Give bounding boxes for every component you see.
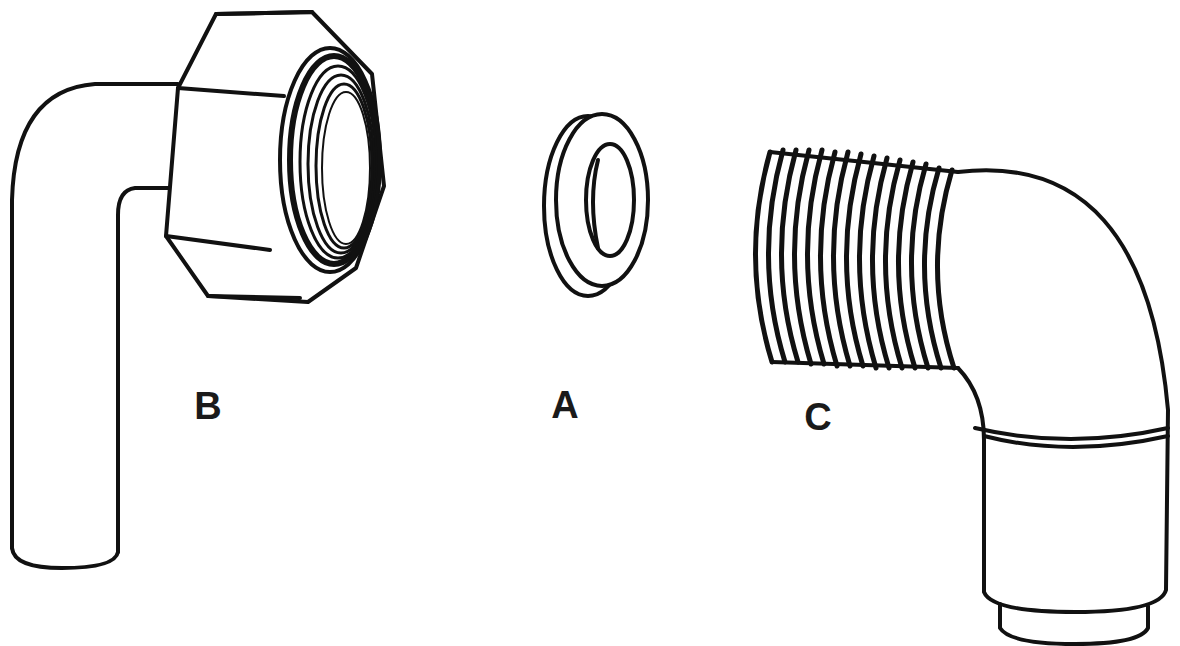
threaded-elbow (755, 150, 1168, 644)
part-letter: A (551, 386, 578, 424)
hex-nut (166, 12, 384, 302)
part-letter: B (194, 387, 221, 425)
pipe-elbow (12, 84, 178, 568)
sealing-washer (544, 114, 648, 296)
part-letter: C (804, 398, 831, 436)
